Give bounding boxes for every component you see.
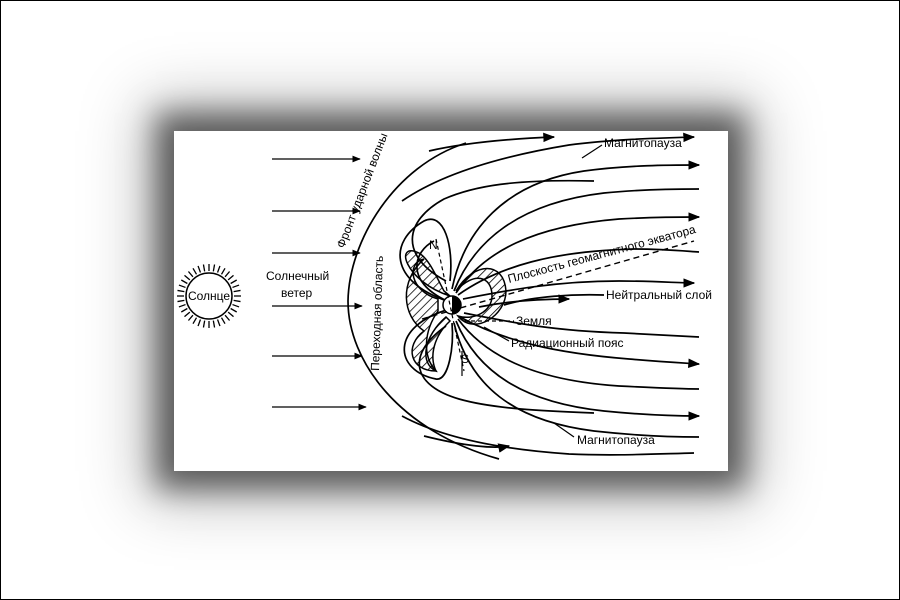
- sun-ray: [177, 289, 185, 293]
- magnetic-axis: [435, 238, 465, 372]
- earth: [442, 295, 462, 315]
- field-line: [453, 322, 700, 438]
- field-line: [455, 212, 701, 294]
- solar-wind-arrows: [272, 155, 367, 411]
- sun-ray: [232, 303, 240, 308]
- south-pole-label: S: [461, 352, 469, 366]
- geomagnetic-equator-line: [421, 240, 695, 320]
- bow-shock-label: Фронт ударной волны: [334, 131, 391, 250]
- sun-ray: [202, 320, 206, 328]
- sun-ray: [220, 267, 226, 275]
- sun-ray: [197, 319, 202, 327]
- sun-disc: [185, 272, 233, 320]
- sun-ray: [184, 311, 191, 318]
- sun-ray: [216, 319, 221, 327]
- sun-ray: [232, 284, 240, 289]
- field-line: [463, 312, 700, 338]
- tail-field-lines-south: [453, 312, 701, 438]
- radiation-belt-label: Радиационный пояс: [511, 336, 624, 350]
- solar-wind-label-2: ветер: [281, 286, 313, 300]
- neutral-layer-line: [478, 294, 571, 308]
- magnetosphere-diagram: Солнце Солнечный ветер Фронт ударной вол…: [177, 131, 712, 460]
- magnetosphere-figure: Солнце Солнечный ветер Фронт ударной вол…: [174, 131, 728, 471]
- magnetopause-bottom-label: Магнитопауза: [577, 433, 655, 447]
- magnetopause-bottom-pointer: [553, 422, 575, 438]
- sheath-flow-line: [428, 132, 556, 152]
- sun-ray: [227, 274, 234, 281]
- sun-ray: [212, 320, 216, 328]
- sun-ray: [212, 264, 216, 272]
- magnetopause-line: [401, 132, 696, 202]
- sun-ray: [197, 265, 202, 273]
- sun-ray: [230, 307, 238, 313]
- sun-rays: [177, 264, 241, 328]
- sun-ray: [180, 307, 188, 313]
- earth-night-side: [452, 296, 461, 314]
- sun-ray: [230, 279, 238, 285]
- sun-ray: [220, 317, 226, 325]
- sun-ray: [224, 314, 231, 321]
- sun-ray: [180, 279, 188, 285]
- sun-ray: [178, 303, 186, 308]
- field-line: [457, 318, 700, 390]
- solar-wind-label-1: Солнечный: [266, 269, 329, 283]
- sheath-flow-line: [423, 435, 511, 453]
- sun-ray: [233, 299, 241, 303]
- sun-ray: [187, 271, 194, 278]
- earth-label: Земля: [516, 314, 552, 328]
- sun: Солнце: [177, 264, 241, 328]
- sun-ray: [184, 274, 191, 281]
- sun-ray: [178, 284, 186, 289]
- sun-ray: [233, 289, 241, 293]
- sun-ray: [177, 299, 185, 303]
- radiation-belts: [404, 250, 507, 373]
- sun-label: Солнце: [188, 289, 230, 303]
- sun-ray: [202, 264, 206, 272]
- field-line: [453, 188, 700, 292]
- sun-ray: [216, 265, 221, 273]
- neutral-layer-label: Нейтральный слой: [606, 288, 712, 302]
- field-line: [403, 308, 454, 380]
- magnetopause-top-pointer: [581, 144, 603, 159]
- sun-ray: [224, 271, 231, 278]
- field-line: [455, 320, 701, 421]
- radiation-belt-east: [455, 267, 507, 325]
- sun-ray: [192, 317, 198, 325]
- transition-region-label: Переходная область: [368, 255, 386, 371]
- sun-ray: [192, 267, 198, 275]
- north-pole-label: N: [429, 238, 438, 252]
- magnetopause-top-label: Магнитопауза: [604, 136, 682, 150]
- field-line: [451, 160, 701, 290]
- radiation-belt-pointer: [483, 326, 510, 342]
- magnetopause-line: [401, 415, 695, 456]
- bow-shock-front: [347, 142, 500, 460]
- sun-ray: [227, 311, 234, 318]
- geomagnetic-equator-label: Плоскость геомагнитного экватора: [506, 222, 697, 286]
- sun-ray: [187, 314, 194, 321]
- radiation-belt-outer-sw: [425, 315, 452, 373]
